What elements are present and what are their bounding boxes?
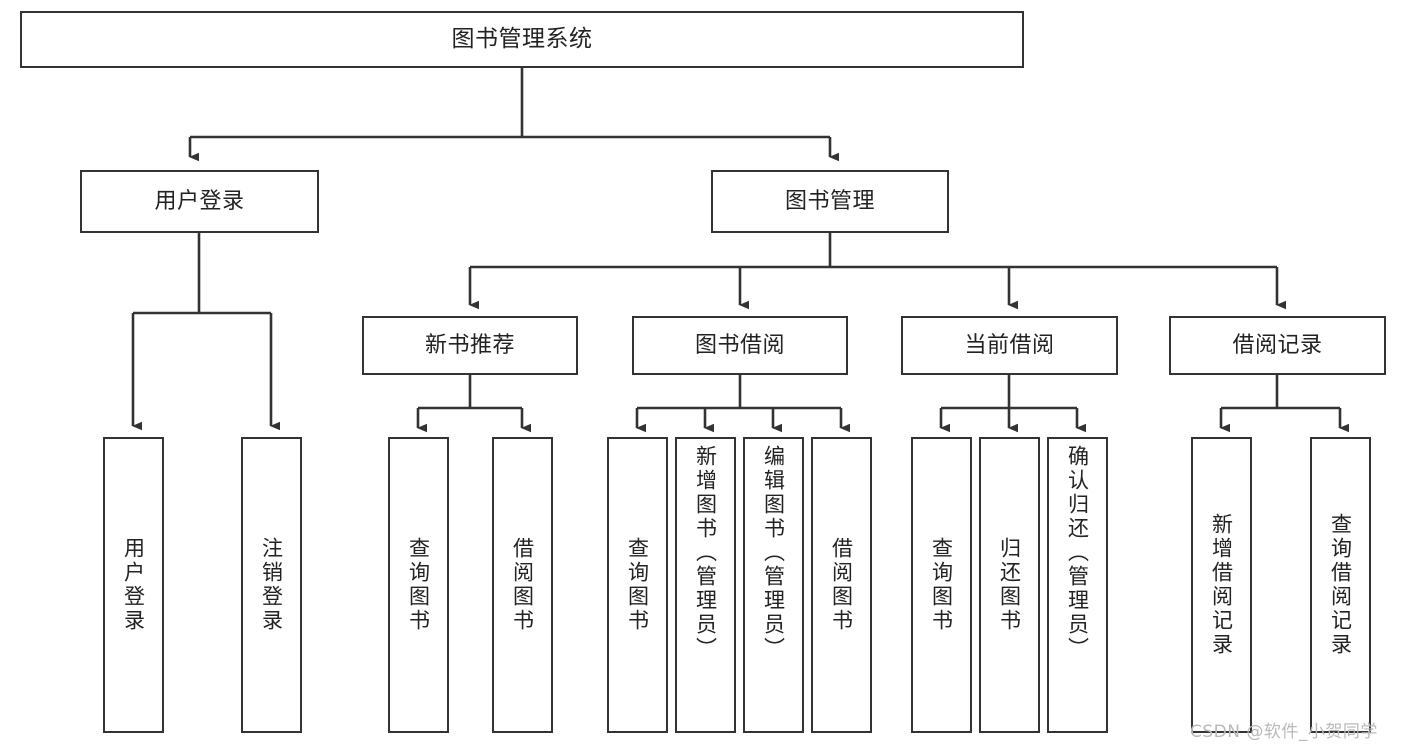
node-label: 编辑图书（管理员）	[761, 445, 786, 661]
node-label: 图书管理系统	[451, 25, 593, 52]
node-label: 确认归还（管理员）	[1065, 445, 1090, 661]
node-label: 新增图书（管理员）	[693, 445, 718, 661]
node-label: 新书推荐	[424, 332, 515, 358]
node-label: 借阅图书	[510, 537, 535, 633]
node-borrow-record[interactable]: 借阅记录	[1169, 316, 1386, 375]
node-label: 注销登录	[259, 537, 284, 633]
node-user-login[interactable]: 用户登录	[80, 170, 319, 233]
node-label: 当前借阅	[964, 332, 1055, 358]
leaf-borrow-edit-book-admin[interactable]: 编辑图书（管理员）	[743, 437, 804, 733]
node-label: 图书借阅	[694, 332, 785, 358]
node-label: 查询图书	[406, 537, 431, 633]
leaf-current-confirm-return-admin[interactable]: 确认归还（管理员）	[1047, 437, 1108, 733]
leaf-borrow-query-book[interactable]: 查询图书	[607, 437, 668, 733]
leaf-current-query-book[interactable]: 查询图书	[911, 437, 972, 733]
node-label: 借阅图书	[829, 537, 854, 633]
node-book-management[interactable]: 图书管理	[711, 170, 949, 233]
node-label: 查询图书	[625, 537, 650, 633]
leaf-recommend-query-book[interactable]: 查询图书	[388, 437, 449, 733]
node-book-borrow[interactable]: 图书借阅	[632, 316, 848, 375]
node-label: 新增借阅记录	[1209, 513, 1234, 657]
leaf-record-query-record[interactable]: 查询借阅记录	[1310, 437, 1371, 733]
node-current-borrow[interactable]: 当前借阅	[901, 316, 1118, 375]
leaf-current-return-book[interactable]: 归还图书	[979, 437, 1040, 733]
node-label: 归还图书	[997, 537, 1022, 633]
node-label: 图书管理	[784, 188, 875, 214]
csdn-watermark: CSDN @软件_小贺同学	[1190, 722, 1378, 742]
leaf-user-login-logout[interactable]: 注销登录	[241, 437, 302, 733]
node-label: 借阅记录	[1232, 332, 1323, 358]
node-new-book-recommend[interactable]: 新书推荐	[362, 316, 578, 375]
node-label: 用户登录	[121, 537, 146, 633]
leaf-user-login-login[interactable]: 用户登录	[103, 437, 164, 733]
leaf-recommend-borrow-book[interactable]: 借阅图书	[492, 437, 553, 733]
node-label: 用户登录	[154, 188, 245, 214]
leaf-record-add-record[interactable]: 新增借阅记录	[1191, 437, 1252, 733]
node-label: 查询借阅记录	[1328, 513, 1353, 657]
node-root-system[interactable]: 图书管理系统	[20, 11, 1024, 68]
leaf-borrow-add-book-admin[interactable]: 新增图书（管理员）	[675, 437, 736, 733]
leaf-borrow-borrow-book[interactable]: 借阅图书	[811, 437, 872, 733]
node-label: 查询图书	[929, 537, 954, 633]
